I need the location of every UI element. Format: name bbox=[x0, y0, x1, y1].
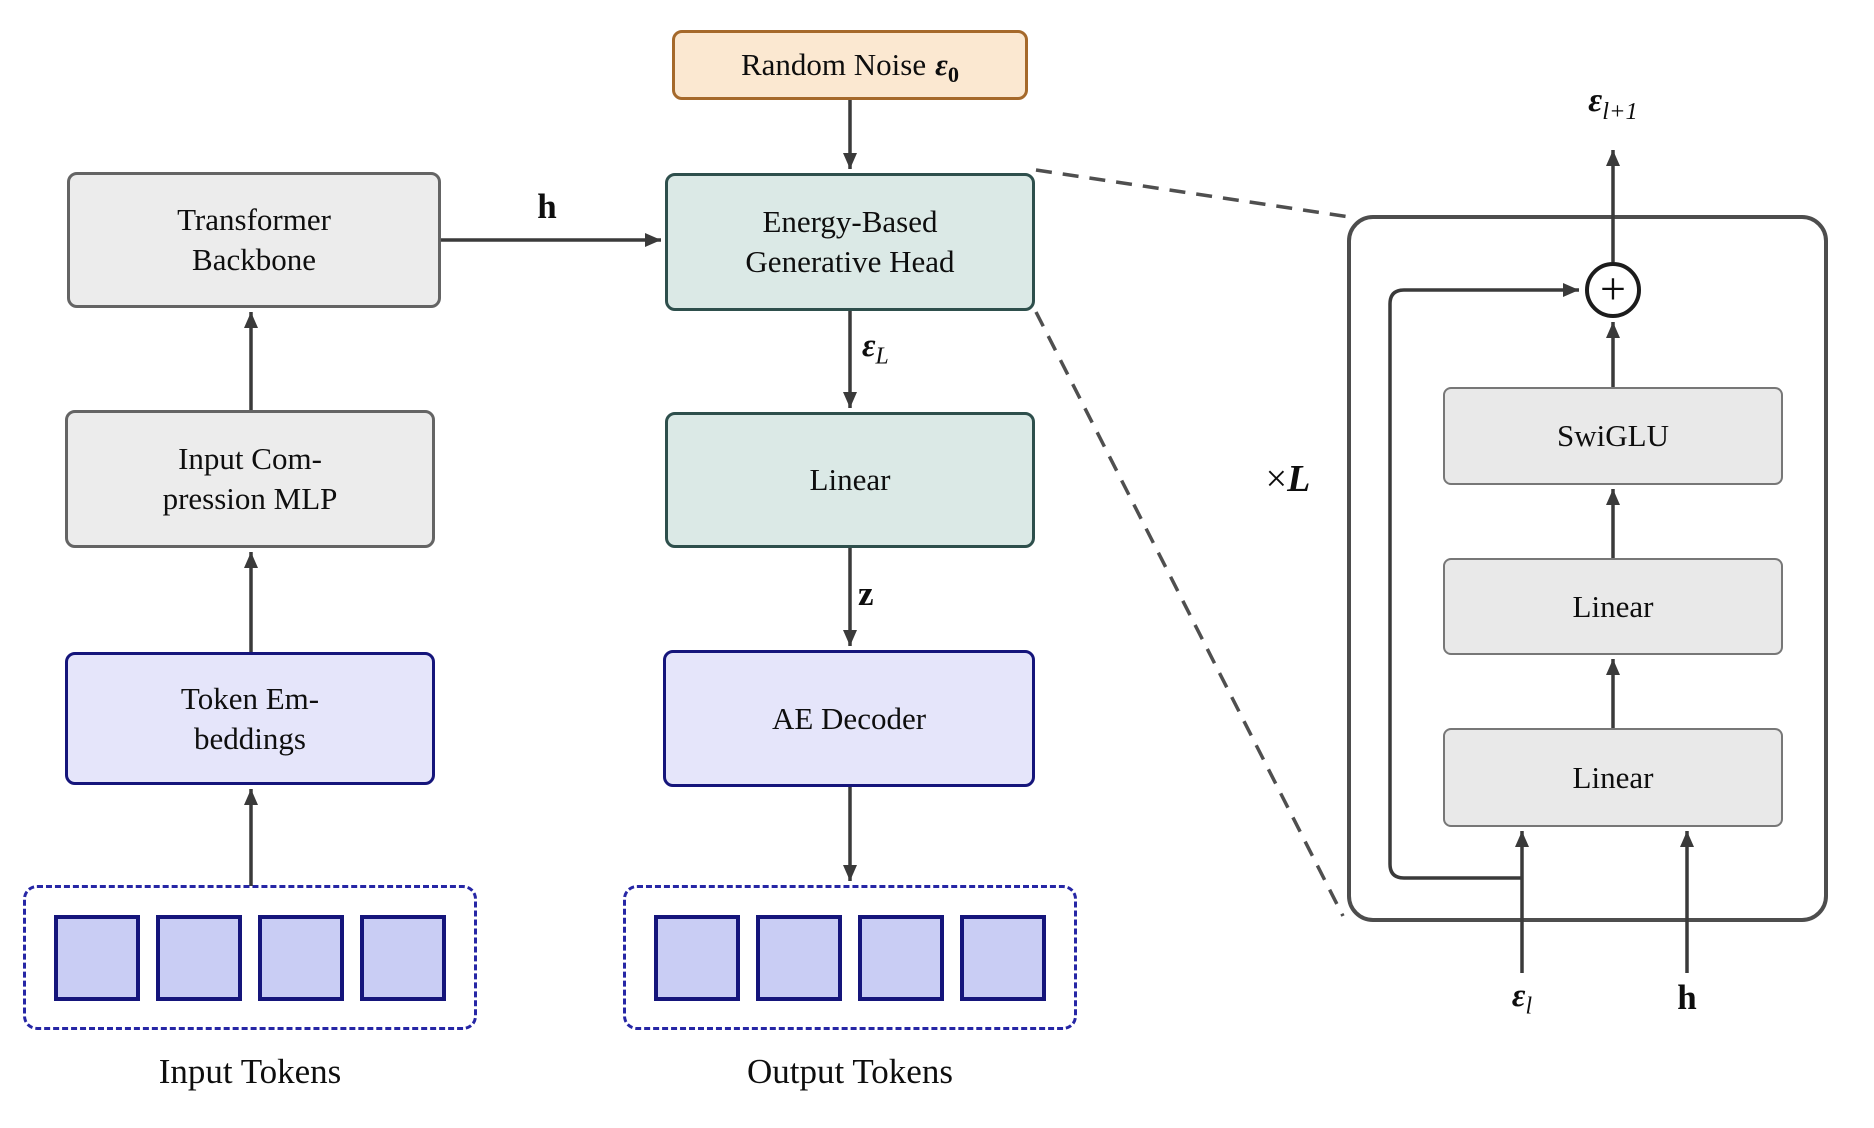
input-token-square bbox=[54, 914, 140, 1001]
random-noise-label: Random Noise bbox=[741, 47, 927, 83]
energy-based-generative-head-box: Energy-Based Generative Head bbox=[665, 173, 1035, 311]
input-token-square bbox=[360, 914, 446, 1001]
transformer-backbone-label-line1: Transformer bbox=[177, 202, 331, 238]
token-embeddings-box: Token Em- beddings bbox=[65, 652, 435, 785]
transformer-backbone-label-line2: Backbone bbox=[192, 242, 316, 277]
zoom-link-bottom bbox=[1034, 311, 1345, 917]
linear-mid-label: Linear bbox=[1572, 588, 1654, 624]
swiglu-label: SwiGLU bbox=[1557, 418, 1669, 454]
output-token-square bbox=[654, 914, 740, 1001]
residual-add-icon: + bbox=[1585, 262, 1641, 318]
output-token-square bbox=[960, 914, 1046, 1001]
ae-decoder-box: AE Decoder bbox=[663, 650, 1035, 787]
h-edge-label: h bbox=[537, 187, 557, 226]
ae-decoder-label: AE Decoder bbox=[771, 700, 927, 736]
input-token-square bbox=[156, 914, 242, 1001]
linear-mid-box: Linear bbox=[1443, 558, 1783, 655]
zoom-link-top bbox=[1035, 168, 1351, 219]
linear-label: Linear bbox=[809, 462, 891, 498]
swiglu-box: SwiGLU bbox=[1443, 387, 1783, 485]
output-token-square bbox=[756, 914, 842, 1001]
transformer-backbone-box: Transformer Backbone bbox=[67, 172, 441, 308]
input-compression-mlp-box: Input Com- pression MLP bbox=[65, 410, 435, 548]
input-tokens-group bbox=[23, 885, 477, 1030]
epsilon-l-plus-1-label: εl+1 bbox=[1588, 82, 1638, 125]
linear-bottom-box: Linear bbox=[1443, 728, 1783, 827]
linear-box: Linear bbox=[665, 412, 1035, 548]
random-noise-box: Random Noise ε0 bbox=[672, 30, 1028, 100]
repeat-L-label: ×L bbox=[1265, 458, 1311, 500]
energy-head-label-line2: Generative Head bbox=[745, 244, 955, 279]
epsilon-L-edge-label: εL bbox=[862, 328, 889, 370]
output-tokens-group bbox=[623, 885, 1077, 1030]
input-tokens-caption: Input Tokens bbox=[158, 1052, 342, 1091]
epsilon-l-input-label: εl bbox=[1511, 978, 1533, 1020]
generative-head-detail-container bbox=[1347, 215, 1828, 922]
h-input-label: h bbox=[1677, 978, 1697, 1017]
energy-head-label-line1: Energy-Based bbox=[762, 204, 938, 240]
random-noise-math: ε0 bbox=[935, 47, 959, 88]
input-compression-mlp-label-line1: Input Com- bbox=[178, 441, 322, 477]
output-tokens-caption: Output Tokens bbox=[747, 1052, 953, 1091]
token-embeddings-label-line2: beddings bbox=[194, 720, 306, 756]
output-token-square bbox=[858, 914, 944, 1001]
z-edge-label: z bbox=[858, 574, 874, 613]
input-compression-mlp-label-line2: pression MLP bbox=[162, 481, 338, 516]
token-embeddings-label-line1: Token Em- bbox=[180, 680, 320, 716]
linear-bottom-label: Linear bbox=[1572, 759, 1654, 795]
input-token-square bbox=[258, 914, 344, 1001]
